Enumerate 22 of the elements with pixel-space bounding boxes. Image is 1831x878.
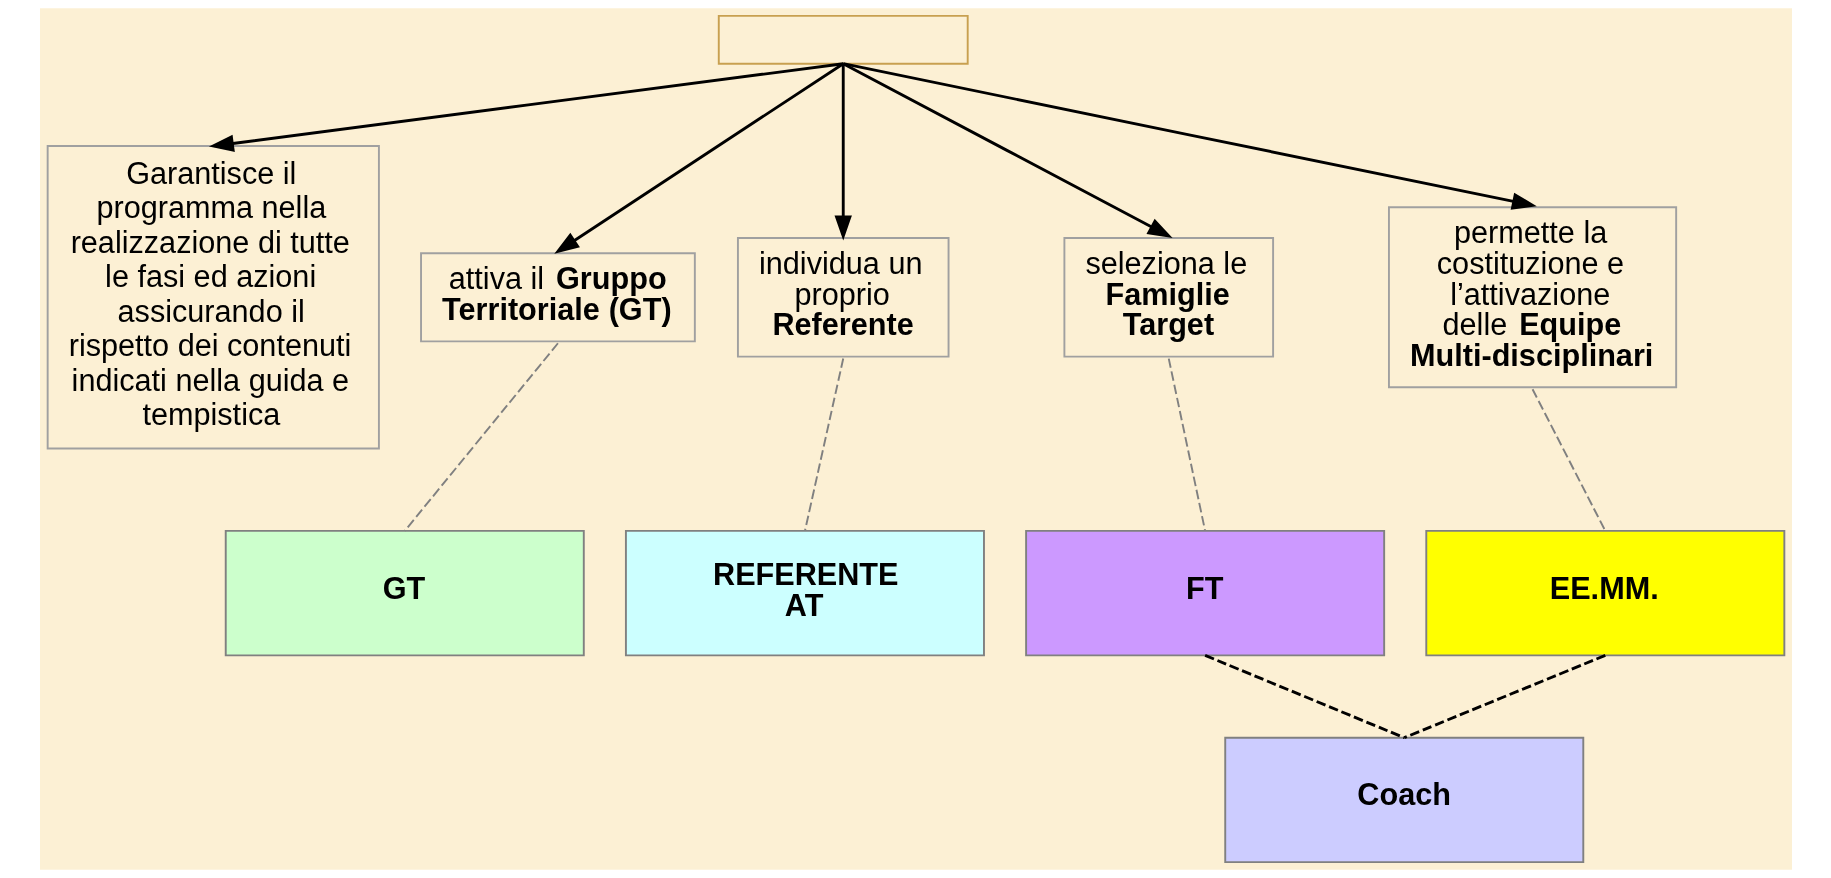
arrow (834, 63, 852, 241)
node-box: attiva il Gruppo Territoriale (GT) (419, 252, 696, 343)
arrow (553, 62, 844, 254)
connector (403, 342, 559, 532)
node-box: Coach (1223, 736, 1584, 864)
connector (1403, 654, 1606, 740)
node-box: GT (224, 529, 585, 657)
connector (1531, 388, 1606, 532)
node-box: permette la costituzione e l’attivazione delle Equipe Multi-disciplinari (1387, 206, 1677, 389)
node-box (717, 14, 969, 65)
connector (1204, 654, 1405, 740)
connector (803, 357, 844, 532)
node-box: seleziona le Famiglie Target (1062, 237, 1274, 358)
node-box: FT (1024, 529, 1385, 657)
connector (1167, 357, 1206, 532)
node-box: EE.MM. (1424, 529, 1785, 657)
node-box: REFERENTE AT (624, 529, 985, 657)
arrow (208, 62, 843, 152)
node-box: individua un proprio Referente (736, 237, 949, 358)
arrow (842, 62, 1537, 210)
arrow (842, 62, 1173, 239)
node-box: Garantisce il programma nella realizzazione di tutte le fasi ed azioni assicurando il rispetto dei contenuti indicati nella guida e tempistica (46, 145, 380, 450)
